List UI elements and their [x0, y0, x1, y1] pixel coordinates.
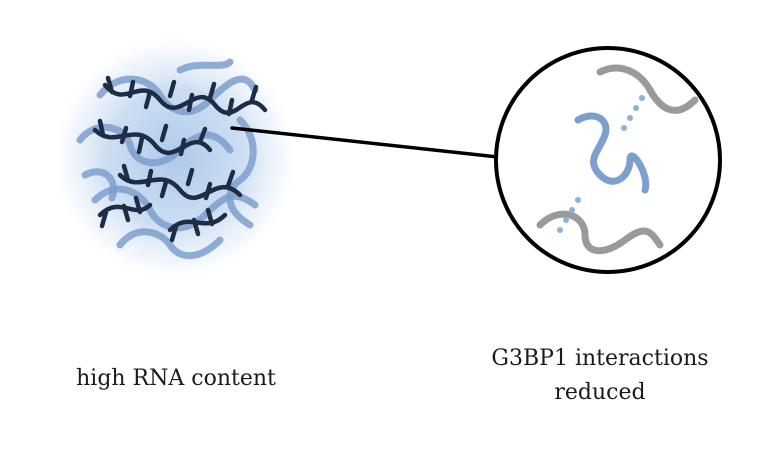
zoom-circle: [494, 46, 722, 274]
interaction-dots: [557, 95, 645, 233]
caption-high-rna: high RNA content: [26, 362, 326, 396]
partner-strands: [536, 64, 699, 255]
caption-interactions-line2: reduced: [554, 380, 646, 405]
caption-interactions-reduced: G3BP1 interactions reduced: [440, 342, 760, 410]
caption-interactions-line1: G3BP1 interactions: [491, 346, 709, 371]
rna-strands: [92, 75, 268, 243]
g3bp1-strand-zoom: [574, 112, 650, 194]
caption-high-rna-text: high RNA content: [76, 366, 276, 391]
connector-line: [230, 126, 500, 159]
